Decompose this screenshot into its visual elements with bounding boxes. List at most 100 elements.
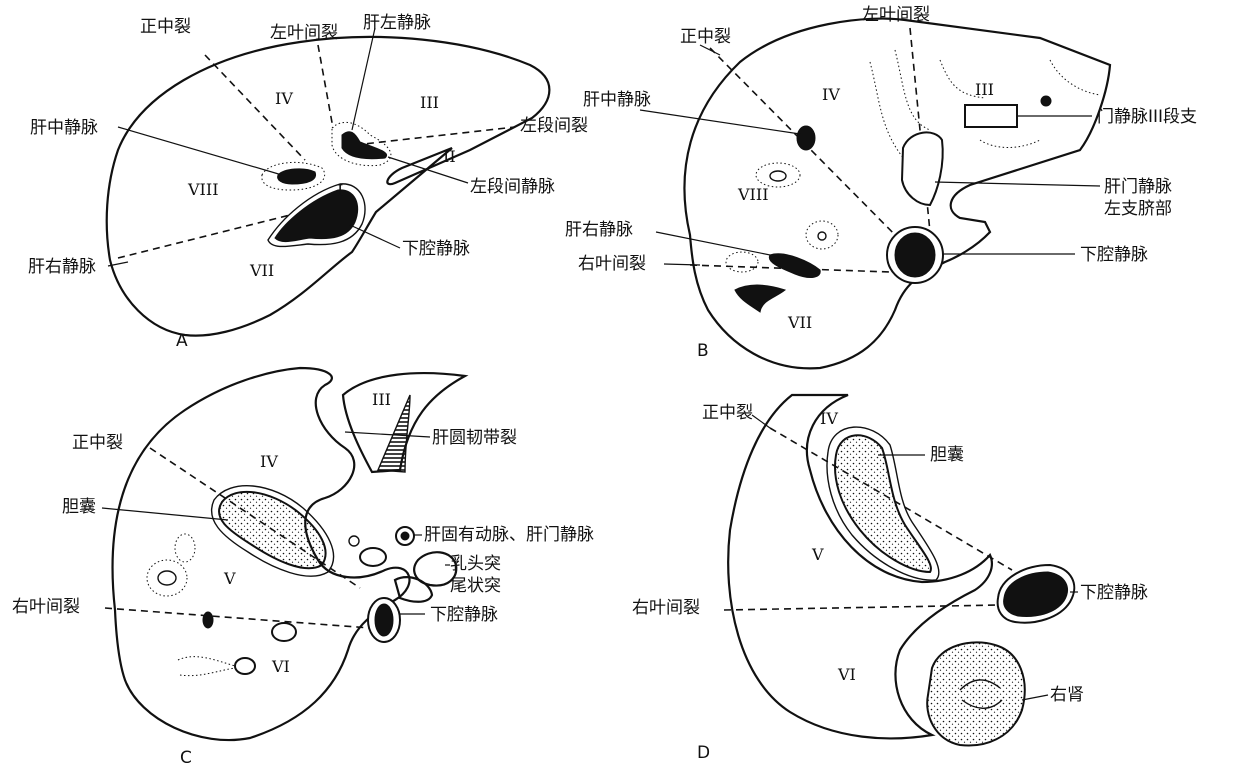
- panel-c-right-interlobar-fissure: [105, 608, 370, 628]
- panel-d-label-right-interlobar: 右叶间裂: [632, 598, 700, 618]
- panel-c-vessel-3: [272, 623, 296, 641]
- panel-b-label-portal-seg3: 门静脉III段支: [1097, 107, 1197, 127]
- panel-c-vessel-halo-1: [175, 534, 195, 562]
- panel-b-portal-umbilical: [902, 132, 943, 205]
- panel-a-left-intersegmental-fissure: [355, 127, 515, 145]
- panel-d-seg-vi: VI: [837, 665, 856, 684]
- panel-c-label-gallbladder: 胆囊: [62, 497, 96, 517]
- panel-a-seg-iii: III: [420, 93, 439, 112]
- panel-d-right-kidney: [927, 642, 1025, 745]
- panel-a-seg-viii: VIII: [187, 180, 219, 199]
- panel-b-internal-contour-1: [870, 62, 905, 160]
- panel-b: 左叶间裂 正中裂 肝中静脉 门静脉III段支 肝门静脉 左支脐部 肝右静脉 右叶…: [565, 5, 1197, 368]
- panel-d-label-gallbladder: 胆囊: [930, 445, 964, 465]
- panel-b-seg-vii: VII: [787, 313, 812, 332]
- panel-c-ivc: [375, 604, 393, 636]
- panel-c-label-hepatic-artery-portal: 肝固有动脉、肝门静脉: [424, 525, 594, 545]
- panel-c-vessel-halo-2: [147, 560, 187, 596]
- panel-a-seg-vii: VII: [249, 261, 274, 280]
- panel-a-left-interlobar-fissure: [318, 45, 333, 128]
- panel-c: 正中裂 肝圆韧带裂 胆囊 肝固有动脉、肝门静脉 乳头突 尾状突 右叶间裂 下腔静…: [12, 368, 594, 768]
- panel-c-seg-vi: VI: [271, 657, 290, 676]
- panel-b-portal-dot: [1041, 96, 1051, 106]
- panel-c-seg-v: V: [223, 569, 236, 588]
- panel-b-internal-contour-4: [1050, 60, 1100, 95]
- panel-c-vessel-4: [235, 658, 255, 674]
- panel-b-vein-halo-3: [726, 252, 758, 272]
- panel-a: 正中裂 左叶间裂 肝左静脉 肝中静脉 左段间裂 左段间静脉 肝右静脉 下腔静脉 …: [28, 13, 588, 351]
- panel-a-letter: A: [176, 331, 188, 351]
- panel-b-middle-hepatic-vein: [797, 126, 815, 150]
- panel-d-right-interlobar-fissure: [724, 605, 1000, 610]
- panel-d-label-ivc: 下腔静脉: [1080, 583, 1148, 603]
- panel-b-seg-iii: III: [975, 80, 994, 99]
- panel-b-internal-contour-2: [895, 50, 930, 130]
- panel-d-leader-kidney: [1022, 695, 1048, 700]
- panel-c-label-right-interlobar: 右叶间裂: [12, 597, 80, 617]
- panel-c-vessel-branches: [178, 657, 235, 676]
- panel-d-seg-v: V: [811, 545, 824, 564]
- panel-d-letter: D: [697, 743, 710, 763]
- panel-a-seg-ii: II: [443, 147, 456, 166]
- panel-d: 正中裂 胆囊 右叶间裂 下腔静脉 右肾 IV V VI D: [632, 395, 1148, 763]
- panel-b-seg-viii: VIII: [737, 185, 769, 204]
- panel-b-leader-middle-vein: [640, 110, 800, 134]
- panel-b-vein-halo-2: [806, 221, 838, 249]
- panel-b-leader-right-interlobar: [664, 264, 700, 265]
- panel-a-label-left-intersegmental: 左段间裂: [520, 116, 588, 136]
- panel-a-seg-iv: IV: [275, 89, 293, 108]
- panel-b-internal-contour-5: [980, 140, 1040, 148]
- panel-a-left-hepatic-vein: [342, 132, 387, 159]
- panel-b-right-hepatic-vein: [769, 254, 820, 278]
- panel-c-seg-iv: IV: [260, 452, 278, 471]
- panel-c-seg-iii: III: [372, 390, 391, 409]
- panel-a-right-fissure: [118, 215, 290, 258]
- panel-b-label-median: 正中裂: [680, 27, 731, 47]
- panel-a-label-left-intersegmental-vein: 左段间静脉: [470, 177, 555, 197]
- panel-b-seg-iv: IV: [822, 85, 840, 104]
- panel-a-label-left-hepatic-vein: 肝左静脉: [363, 13, 431, 33]
- panel-a-leader-left-vein: [352, 28, 375, 130]
- panel-a-label-ivc: 下腔静脉: [402, 239, 470, 259]
- panel-b-vessel-1: [770, 171, 786, 181]
- panel-c-label-round-ligament: 肝圆韧带裂: [432, 428, 517, 448]
- panel-b-vessel-2: [818, 232, 826, 240]
- panel-c-hepatic-artery-lumen: [401, 532, 409, 540]
- panel-b-lower-vein: [735, 285, 785, 312]
- panel-a-label-left-interlobar: 左叶间裂: [270, 23, 338, 43]
- panel-c-gallbladder: [219, 492, 326, 568]
- panel-b-label-portal-umbilical-2: 左支脐部: [1104, 199, 1172, 219]
- panel-a-label-right-hepatic-vein: 肝右静脉: [28, 257, 96, 277]
- panel-d-gallbladder: [835, 435, 931, 572]
- panel-a-label-median: 正中裂: [140, 17, 191, 37]
- panel-c-vessel-2: [158, 571, 176, 585]
- panel-a-label-middle-hepatic-vein: 肝中静脉: [30, 118, 98, 138]
- panel-b-label-left-interlobar: 左叶间裂: [862, 5, 930, 25]
- panel-d-seg-iv: IV: [820, 409, 838, 428]
- panel-b-label-ivc: 下腔静脉: [1080, 245, 1148, 265]
- panel-c-portal-vein: [360, 548, 386, 566]
- panel-c-small-vein: [203, 612, 213, 628]
- panel-b-label-portal-umbilical-1: 肝门静脉: [1104, 177, 1172, 197]
- panel-c-leader-round-ligament: [345, 432, 430, 437]
- panel-a-middle-hepatic-vein: [278, 169, 316, 184]
- panel-c-label-ivc: 下腔静脉: [430, 605, 498, 625]
- panel-d-label-median: 正中裂: [702, 403, 753, 423]
- panel-b-label-right-interlobar: 右叶间裂: [578, 254, 646, 274]
- panel-c-label-papillary: 乳头突: [450, 554, 501, 574]
- panel-c-small-duct: [349, 536, 359, 546]
- panel-b-leader-right-vein: [656, 232, 785, 258]
- panel-b-label-right-hepatic-vein: 肝右静脉: [565, 220, 633, 240]
- panel-b-portal-seg3-branch: [965, 105, 1017, 127]
- panel-b-letter: B: [697, 341, 709, 361]
- panel-a-leader-middle-vein: [118, 127, 282, 175]
- panel-b-ivc: [895, 233, 935, 277]
- panel-c-letter: C: [180, 748, 192, 768]
- panel-b-label-middle-hepatic-vein: 肝中静脉: [583, 90, 651, 110]
- panel-c-caudate-process: [395, 577, 432, 602]
- panel-a-seg-i: I: [337, 181, 343, 200]
- panel-c-label-median: 正中裂: [72, 433, 123, 453]
- panel-b-leader-umbilical: [935, 182, 1100, 186]
